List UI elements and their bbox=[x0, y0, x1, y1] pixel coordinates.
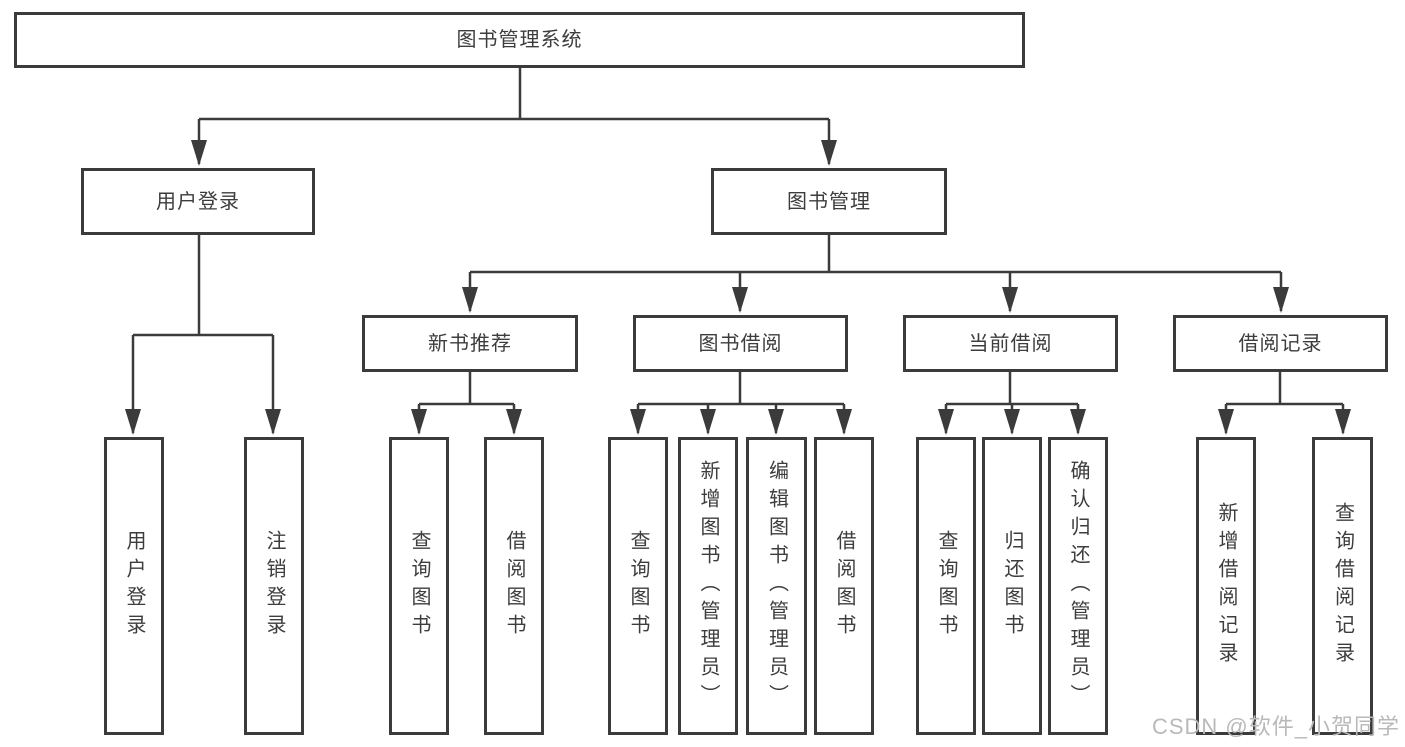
node-current-borrow: 当前借阅 bbox=[903, 315, 1118, 372]
node-user-login: 用户登录 bbox=[81, 168, 315, 235]
leaf-add-borrow-record: 新增借阅记录 bbox=[1196, 437, 1256, 735]
leaf-user-login: 用户登录 bbox=[104, 437, 164, 735]
leaf-borrow-book-1: 借阅图书 bbox=[484, 437, 544, 735]
leaf-add-book-admin: 新增图书（管理员） bbox=[678, 437, 738, 735]
leaf-return-book: 归还图书 bbox=[982, 437, 1042, 735]
leaf-confirm-return-admin: 确认归还（管理员） bbox=[1048, 437, 1108, 735]
node-book-borrow: 图书借阅 bbox=[633, 315, 848, 372]
leaf-edit-book-admin: 编辑图书（管理员） bbox=[746, 437, 807, 735]
leaf-query-book-1: 查询图书 bbox=[389, 437, 449, 735]
node-borrow-record: 借阅记录 bbox=[1173, 315, 1388, 372]
node-book-management: 图书管理 bbox=[711, 168, 947, 235]
csdn-watermark: CSDN @软件_小贺同学 bbox=[1151, 714, 1400, 739]
leaf-logout: 注销登录 bbox=[244, 437, 304, 735]
leaf-query-book-2: 查询图书 bbox=[608, 437, 668, 735]
leaf-query-borrow-record: 查询借阅记录 bbox=[1312, 437, 1373, 735]
node-new-book-recommend: 新书推荐 bbox=[362, 315, 578, 372]
node-root-system: 图书管理系统 bbox=[14, 12, 1025, 68]
leaf-query-book-3: 查询图书 bbox=[916, 437, 976, 735]
leaf-borrow-book-2: 借阅图书 bbox=[814, 437, 874, 735]
